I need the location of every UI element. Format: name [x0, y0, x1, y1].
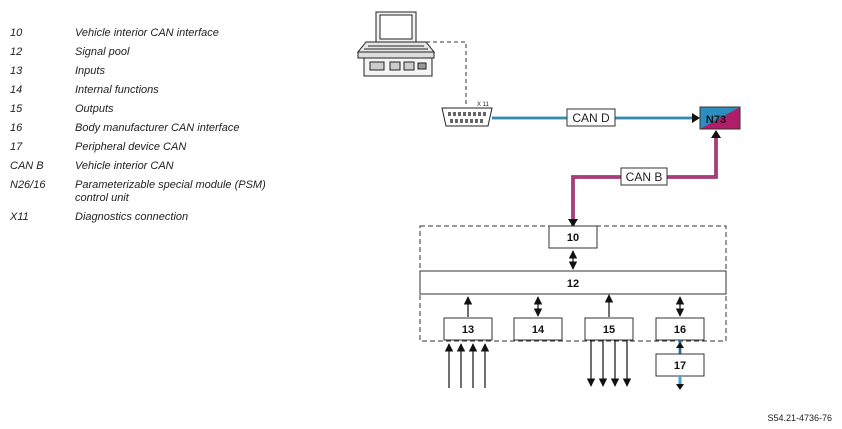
legend-text: Internal functions	[75, 84, 159, 96]
legend-text: Vehicle interior CAN	[75, 160, 174, 172]
x11-connector-icon	[441, 107, 493, 127]
legend-item: CAN B Vehicle interior CAN	[10, 160, 310, 179]
legend-code: N26/16	[10, 179, 46, 191]
document-reference: S54.21-4736-76	[767, 413, 832, 423]
legend-item: 10 Vehicle interior CAN interface	[10, 27, 310, 46]
legend-text: Vehicle interior CAN interface	[75, 27, 219, 39]
legend-text: Body manufacturer CAN interface	[75, 122, 240, 134]
legend-item: 17 Peripheral device CAN	[10, 141, 310, 160]
can-d-label: CAN D	[572, 111, 610, 125]
box-15-label: 15	[603, 324, 615, 336]
box-14-label: 14	[532, 324, 545, 336]
box-14-internal-functions	[513, 317, 563, 341]
can-b-label: CAN B	[626, 170, 663, 184]
legend-text: Diagnostics connection	[75, 211, 189, 223]
box-17-label: 17	[674, 360, 686, 372]
box-12-label: 12	[567, 278, 579, 290]
legend-item: 13 Inputs	[10, 65, 310, 84]
legend-text: Inputs	[75, 65, 105, 77]
legend-item: 16 Body manufacturer CAN interface	[10, 122, 310, 141]
legend-code: 10	[10, 27, 23, 39]
legend-code: 13	[10, 65, 23, 77]
box-10-label: 10	[567, 232, 579, 244]
legend-code: 17	[10, 141, 23, 153]
diagnostic-laptop-icon	[356, 11, 436, 77]
n73-label: N73	[706, 114, 726, 126]
output-arrows	[586, 340, 632, 387]
legend-text: Signal pool	[75, 46, 130, 58]
can-b-label-box	[620, 167, 668, 186]
legend-code: 16	[10, 122, 23, 134]
box-13-label: 13	[462, 324, 474, 336]
legend: 10 Vehicle interior CAN interface 12 Sig…	[10, 27, 310, 230]
input-arrows	[444, 343, 490, 388]
legend-text: Parameterizable special module (PSM) con…	[75, 179, 266, 204]
legend-code: 15	[10, 103, 23, 115]
legend-text: Outputs	[75, 103, 114, 115]
can-d-arrowhead	[692, 113, 700, 123]
legend-code: X11	[10, 211, 29, 223]
legend-code: CAN B	[10, 160, 44, 172]
box-13-inputs	[443, 317, 493, 341]
legend-item: 12 Signal pool	[10, 46, 310, 65]
can-d-label-box	[566, 108, 616, 127]
legend-text: Peripheral device CAN	[75, 141, 187, 153]
n73-control-unit	[699, 106, 741, 130]
legend-item: N26/16 Parameterizable special module (P…	[10, 179, 310, 211]
can-b-arrowhead-bottom	[568, 219, 578, 227]
legend-code: 14	[10, 84, 23, 96]
can-b-arrowhead-top	[711, 130, 721, 138]
box-16-label: 16	[674, 324, 686, 336]
legend-code: 12	[10, 46, 23, 58]
legend-item: 14 Internal functions	[10, 84, 310, 103]
legend-item: X11 Diagnostics connection	[10, 211, 310, 230]
box-10-can-interface	[548, 225, 598, 249]
x11-connector-label: X 11	[477, 102, 490, 108]
box-12-signal-pool	[419, 270, 727, 295]
legend-item: 15 Outputs	[10, 103, 310, 122]
box-15-outputs	[584, 317, 634, 341]
